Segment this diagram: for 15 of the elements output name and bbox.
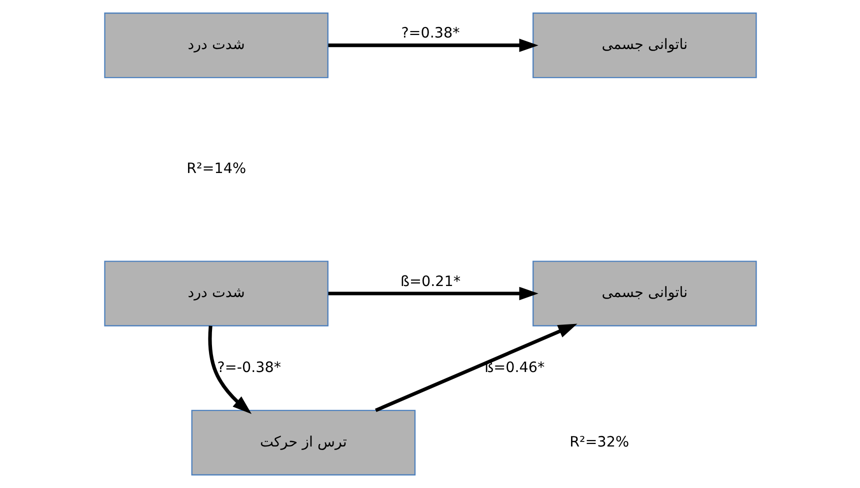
node-box: شدت درد [104, 12, 328, 78]
arrow [374, 324, 577, 412]
edge-label: ß=0.21* [400, 274, 460, 290]
label: R²=32% [569, 434, 629, 450]
edge-label: ?=0.38* [400, 26, 460, 42]
edge-label: ß=0.46* [484, 360, 544, 376]
node-box: شدت درد [104, 260, 328, 326]
arrow [208, 326, 252, 414]
arrow [328, 286, 538, 300]
node-box: ناتوانی جسمی [532, 12, 756, 78]
arrow [328, 38, 538, 52]
edge-label: ?=-0.38* [216, 360, 280, 376]
node-box: ترس از حرکت [190, 410, 416, 476]
node-box: ناتوانی جسمی [532, 260, 756, 326]
label: R²=14% [186, 161, 246, 178]
